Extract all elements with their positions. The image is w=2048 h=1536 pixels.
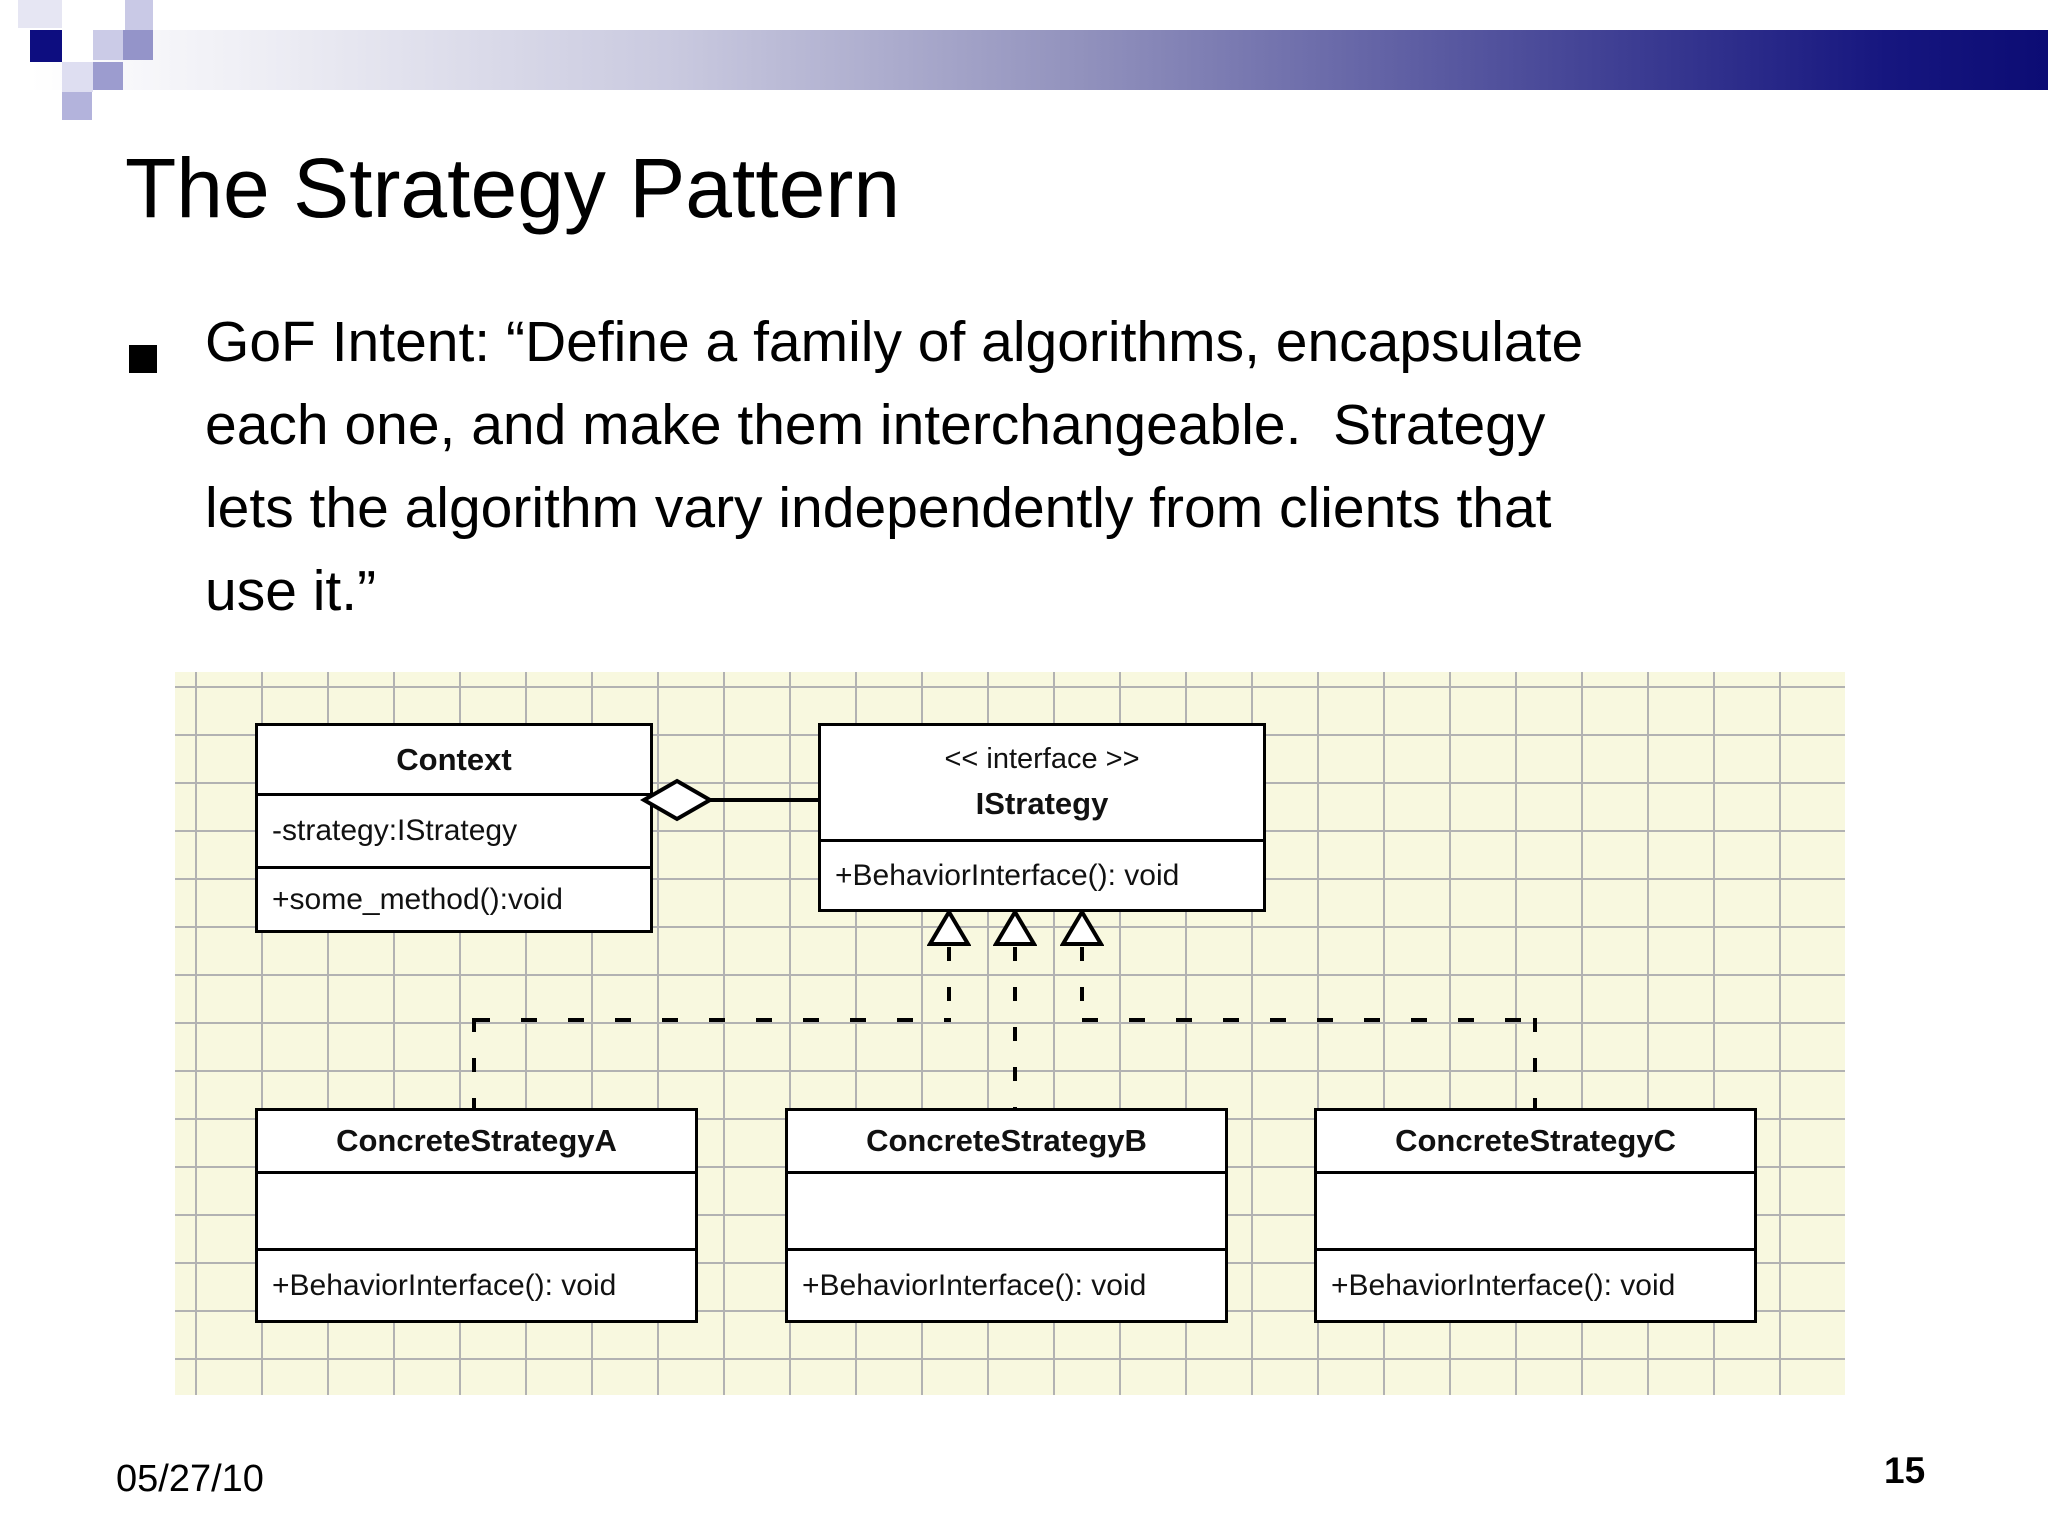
mosaic-square <box>123 30 153 60</box>
concrete-c-name: ConcreteStrategyC <box>1395 1123 1676 1158</box>
inheritance-triangle-icon <box>927 909 971 946</box>
page-title: The Strategy Pattern <box>125 141 901 235</box>
dashed-connector <box>1080 947 1084 1018</box>
context-class-name: Context <box>396 741 512 777</box>
dashed-connector <box>474 1018 951 1022</box>
concrete-a-name: ConcreteStrategyA <box>336 1123 617 1158</box>
uml-class-concrete-strategy-b: ConcreteStrategyB +BehaviorInterface(): … <box>785 1108 1228 1323</box>
mosaic-square <box>18 0 62 28</box>
paragraph-line: GoF Intent: “Define a family of algorith… <box>205 310 1584 374</box>
mosaic-square <box>62 30 93 62</box>
concrete-c-method: +BehaviorInterface(): void <box>1317 1248 1754 1320</box>
mosaic-square <box>30 30 62 62</box>
dashed-connector <box>1013 947 1017 1108</box>
mosaic-square <box>93 30 123 60</box>
dashed-connector <box>1533 1018 1537 1108</box>
uml-class-context: Context -strategy:IStrategy +some_method… <box>255 723 653 933</box>
istrategy-header: << interface >> IStrategy <box>821 726 1263 839</box>
paragraph-line: use it.” <box>205 559 377 623</box>
association-line <box>710 798 820 802</box>
uml-interface-istrategy: << interface >> IStrategy +BehaviorInter… <box>818 723 1266 912</box>
inheritance-triangle-icon <box>1060 909 1104 946</box>
mosaic-square <box>125 0 153 30</box>
header-gradient-bar <box>30 30 2048 90</box>
concrete-a-attributes-empty <box>258 1171 695 1248</box>
istrategy-name: IStrategy <box>975 786 1109 821</box>
aggregation-diamond-icon <box>640 778 714 822</box>
dashed-connector <box>472 1018 476 1108</box>
concrete-a-method: +BehaviorInterface(): void <box>258 1248 695 1320</box>
inheritance-triangle-icon <box>993 909 1037 946</box>
mosaic-square <box>62 62 93 92</box>
uml-class-concrete-strategy-a: ConcreteStrategyA +BehaviorInterface(): … <box>255 1108 698 1323</box>
interface-stereotype: << interface >> <box>944 743 1140 775</box>
bullet-square-marker <box>129 345 157 373</box>
istrategy-method: +BehaviorInterface(): void <box>821 839 1263 909</box>
uml-strategy-diagram: Context -strategy:IStrategy +some_method… <box>175 672 1845 1395</box>
paragraph-line: each one, and make them interchangeable.… <box>205 393 1546 457</box>
uml-class-concrete-strategy-c: ConcreteStrategyC +BehaviorInterface(): … <box>1314 1108 1757 1323</box>
concrete-b-attributes-empty <box>788 1171 1225 1248</box>
concrete-b-method: +BehaviorInterface(): void <box>788 1248 1225 1320</box>
mosaic-square <box>62 92 92 120</box>
dashed-connector <box>1082 1018 1537 1022</box>
footer-date: 05/27/10 <box>116 1458 264 1500</box>
dashed-connector <box>947 947 951 1018</box>
gof-intent-paragraph: GoF Intent: “Define a family of algorith… <box>205 301 1583 633</box>
paragraph-line: lets the algorithm vary independently fr… <box>205 476 1552 540</box>
context-attribute: -strategy:IStrategy <box>258 793 650 866</box>
concrete-b-name: ConcreteStrategyB <box>866 1123 1147 1158</box>
page-number: 15 <box>1884 1450 1926 1491</box>
context-method: +some_method():void <box>258 866 650 930</box>
mosaic-square <box>93 62 123 90</box>
concrete-c-attributes-empty <box>1317 1171 1754 1248</box>
